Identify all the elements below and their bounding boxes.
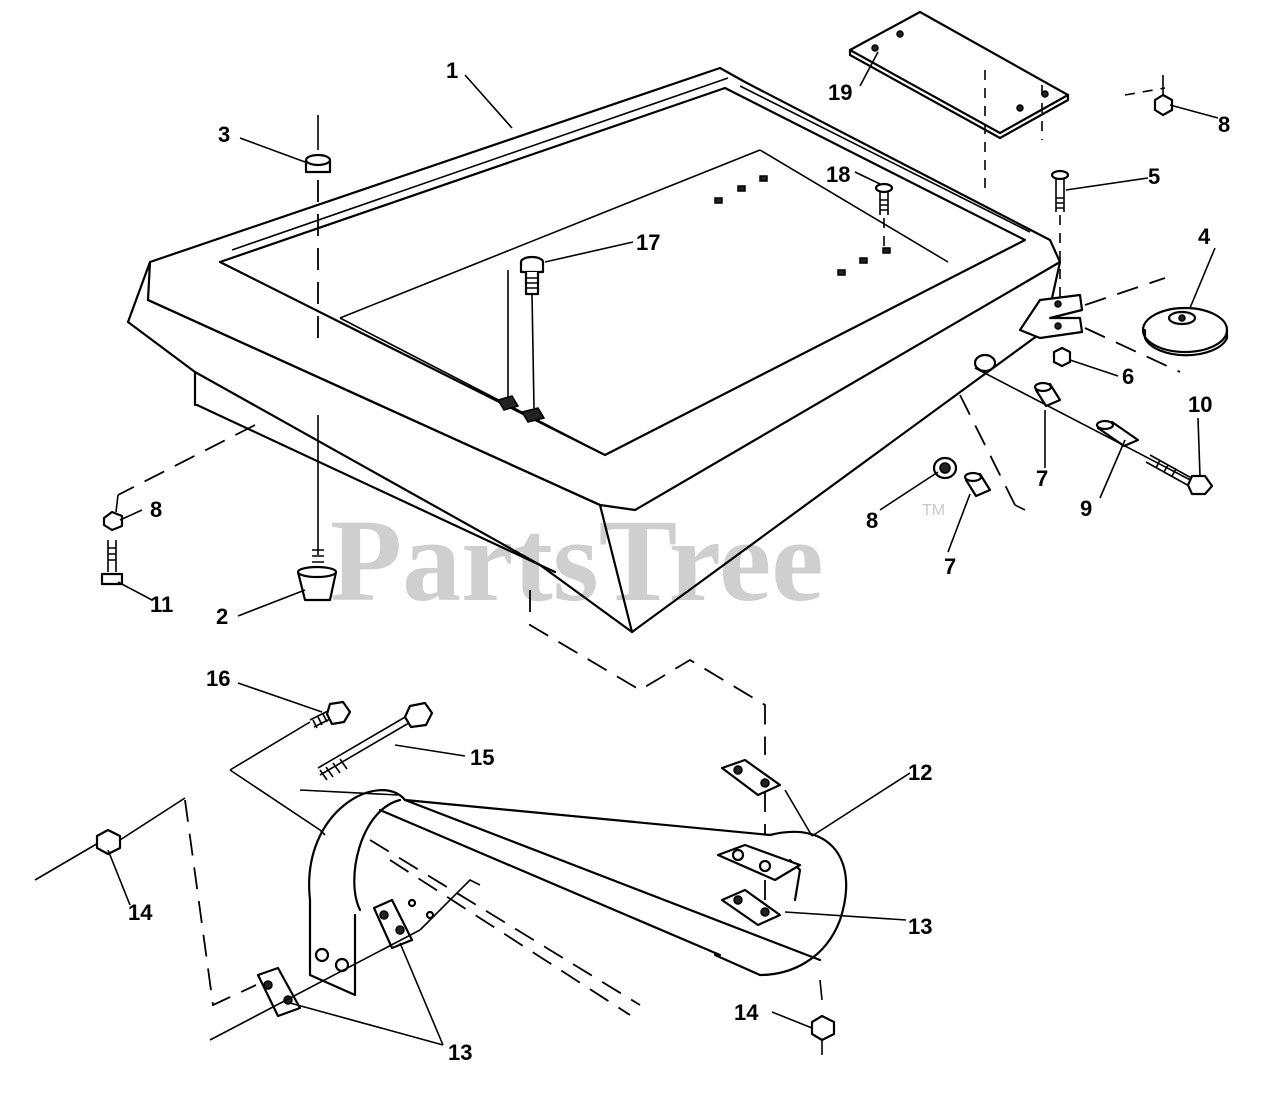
callout-5: 5 — [1148, 164, 1160, 189]
nut-part-8-top — [1124, 75, 1174, 117]
bumper-part-3 — [304, 115, 332, 555]
watermark-trademark: TM — [922, 502, 945, 519]
callout-18: 18 — [826, 162, 850, 187]
callout-14-right: 14 — [734, 1000, 759, 1025]
nut-part-6 — [1052, 346, 1072, 368]
callout-15: 15 — [470, 745, 494, 770]
connection-lines — [529, 590, 823, 1055]
wheel-part-4 — [1141, 306, 1229, 357]
callout-16: 16 — [206, 666, 230, 691]
callout-6: 6 — [1122, 364, 1134, 389]
bolt-part-5 — [1050, 169, 1070, 300]
callout-17: 17 — [636, 230, 660, 255]
callout-14-left: 14 — [128, 900, 153, 925]
bolt-part-18 — [874, 182, 894, 252]
callout-8-top-right: 8 — [1218, 112, 1230, 137]
callout-9: 9 — [1080, 496, 1092, 521]
leader-lines — [107, 51, 1219, 1046]
callout-13-right: 13 — [908, 914, 932, 939]
callout-8-left: 8 — [150, 497, 162, 522]
bolt-part-17 — [507, 255, 545, 409]
plates-part-13-right — [716, 758, 802, 927]
callout-4: 4 — [1198, 224, 1211, 249]
callout-1: 1 — [446, 58, 458, 83]
plate-part-19 — [848, 10, 1070, 195]
callout-3: 3 — [218, 122, 230, 147]
callout-11: 11 — [150, 592, 173, 617]
callout-19: 19 — [828, 80, 852, 105]
plates-part-13-left — [209, 879, 481, 1041]
tray-part-1 — [126, 66, 1062, 634]
callout-7-upper: 7 — [1036, 466, 1048, 491]
watermark-text: PartsTree — [330, 495, 824, 626]
callout-8-middle: 8 — [866, 508, 878, 533]
callout-13-left: 13 — [448, 1040, 472, 1065]
caster-bracket — [1018, 277, 1181, 373]
nut-part-14-left — [34, 797, 257, 1007]
callout-2: 2 — [216, 604, 228, 629]
left-fastener — [100, 424, 256, 586]
axle-assembly — [932, 353, 1214, 511]
callout-10: 10 — [1188, 392, 1212, 417]
bolt-part-16 — [229, 700, 352, 771]
callout-12: 12 — [908, 760, 932, 785]
strap-part-12 — [308, 789, 848, 1016]
nut-part-14-right — [810, 1014, 836, 1042]
bolt-part-15 — [229, 701, 434, 836]
callout-labels: 1 2 3 4 5 6 7 7 8 8 8 9 10 11 12 13 13 1… — [128, 58, 1230, 1065]
callout-7-lower: 7 — [944, 554, 956, 579]
